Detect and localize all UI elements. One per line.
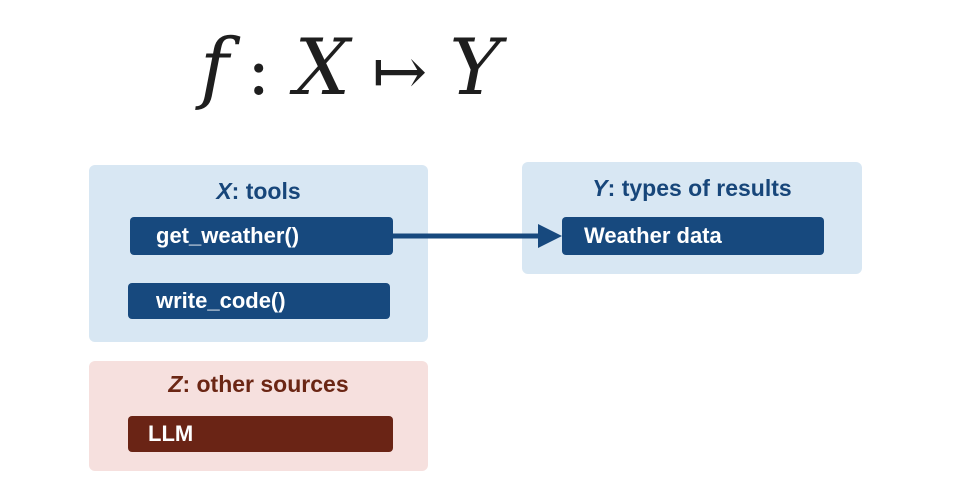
sources-panel-variable: Z xyxy=(168,371,183,397)
formula-maps-to-symbol: ↦ xyxy=(372,33,428,110)
formula-domain: X xyxy=(294,23,350,113)
result-weather-data: Weather data xyxy=(562,217,824,255)
results-panel-title: Y: types of results xyxy=(522,173,862,203)
tools-panel-title: X: tools xyxy=(89,176,428,206)
results-panel-title-text: : types of results xyxy=(607,175,792,201)
sources-panel-title-text: : other sources xyxy=(182,371,349,397)
mapping-formula: f: X ↦ Y xyxy=(200,18,640,118)
source-llm: LLM xyxy=(128,416,393,452)
tools-panel-title-text: : tools xyxy=(231,178,301,204)
tool-get-weather: get_weather() xyxy=(130,217,393,255)
formula-codomain: Y xyxy=(449,23,501,113)
sources-panel-title: Z: other sources xyxy=(89,369,428,399)
tools-panel-variable: X xyxy=(216,178,232,204)
formula-colon: : xyxy=(246,29,271,111)
formula-function: f xyxy=(200,23,229,113)
results-panel-variable: Y xyxy=(592,175,608,201)
tool-write-code: write_code() xyxy=(128,283,390,319)
